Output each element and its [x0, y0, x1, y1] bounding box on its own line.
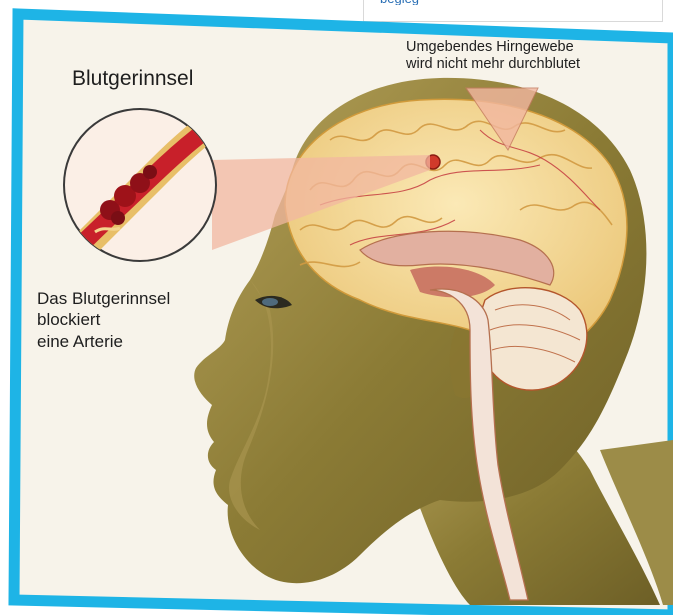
- blocks-label-line1: Das Blutgerinnsel: [37, 288, 170, 309]
- tissue-label-line2: wird nicht mehr durchblutet: [406, 56, 580, 73]
- clot-title: Blutgerinnsel: [72, 67, 193, 92]
- blocks-label-line3: eine Arterie: [37, 331, 170, 352]
- blocks-label: Das Blutgerinnsel blockiert eine Arterie: [37, 288, 170, 352]
- tissue-label-line1: Umgebendes Hirngewebe: [406, 39, 580, 56]
- blocks-label-line2: blockiert: [37, 309, 170, 330]
- tissue-label: Umgebendes Hirngewebe wird nicht mehr du…: [406, 39, 580, 74]
